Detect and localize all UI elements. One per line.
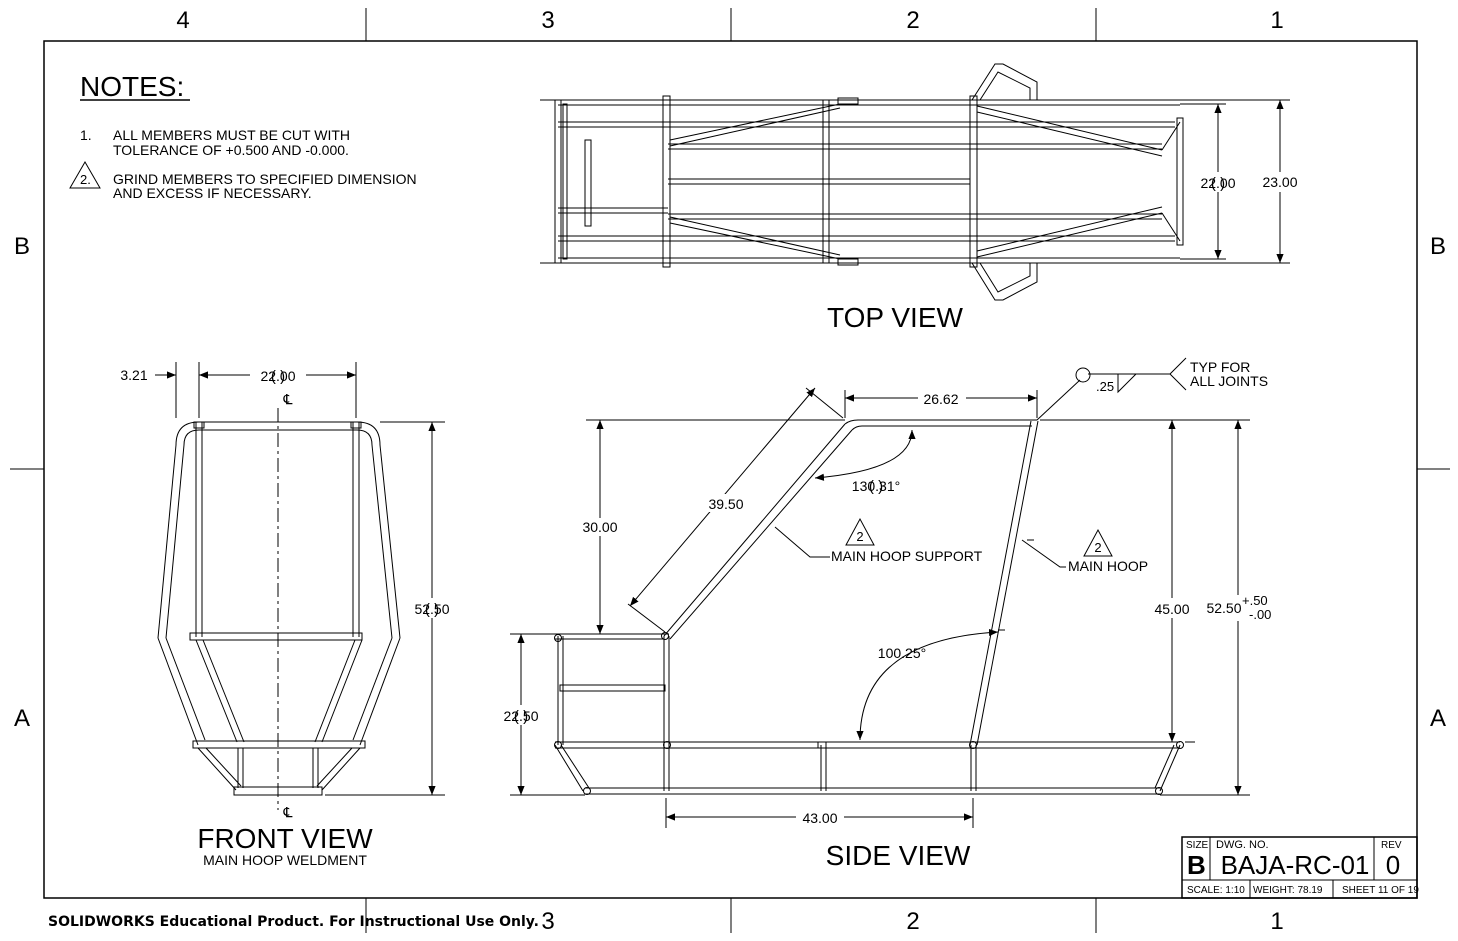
zone-top-3: 3 (541, 7, 554, 34)
zone-top-1: 1 (1270, 7, 1283, 34)
front-centerline-bottom-icon: ℄ (283, 804, 293, 820)
front-dim-offset: 3.21 (120, 367, 147, 383)
zone-right-b: B (1430, 233, 1446, 260)
side-dim-left-height: 30.00 (582, 519, 617, 535)
zone-right-a: A (1430, 705, 1446, 732)
zone-top-2: 2 (906, 7, 919, 34)
tb-dwg-value: BAJA-RC-01 (1221, 850, 1370, 880)
top-dim-inner-paren: ( ) (1211, 175, 1225, 192)
side-tol-plus: +.50 (1242, 593, 1268, 608)
note-2-line-1: GRIND MEMBERS TO SPECIFIED DIMENSION (113, 171, 417, 187)
side-dim-low-height-paren: ( ) (514, 708, 528, 725)
side-view (554, 419, 1184, 795)
front-dim-width: 22.00 (260, 368, 295, 384)
side-angle-top-paren: ( ) (869, 478, 883, 495)
side-dim-bottom: 43.00 (802, 810, 837, 826)
zone-top-4: 4 (176, 7, 189, 34)
note-1-number: 1. (80, 127, 92, 143)
side-angle-bottom: 100.25° (878, 645, 926, 661)
top-view-title: TOP VIEW (827, 302, 963, 333)
tb-rev-label: REV (1381, 840, 1402, 851)
front-view-title: FRONT VIEW (197, 823, 373, 854)
top-dim-inner: 22.00 (1200, 175, 1235, 191)
notes-block: NOTES: 1. ALL MEMBERS MUST BE CUT WITH T… (69, 71, 417, 201)
tb-rev-value: 0 (1386, 850, 1400, 880)
notes-title: NOTES: (80, 71, 184, 102)
weld-size: .25 (1096, 379, 1114, 394)
side-dim-right-outer: 52.50 (1206, 600, 1241, 616)
front-view-subtitle: MAIN HOOP WELDMENT (203, 852, 367, 868)
side-dim-low-height: 22.50 (503, 708, 538, 724)
front-dim-width-paren: ( ) (271, 368, 285, 385)
footer-watermark: SOLIDWORKS Educational Product. For Inst… (48, 914, 539, 930)
zone-left-a: A (14, 705, 30, 732)
side-view-dimensions (510, 357, 1250, 828)
note-1-line-1: ALL MEMBERS MUST BE CUT WITH (113, 127, 350, 143)
support-flag-icon (845, 517, 875, 546)
weld-note-line-2: ALL JOINTS (1190, 373, 1268, 389)
sheet-border (10, 8, 1450, 933)
hoop-flag-number: 2 (1094, 540, 1101, 555)
label-main-hoop: MAIN HOOP (1068, 558, 1148, 574)
weld-note-line-1: TYP FOR (1190, 359, 1250, 375)
hoop-flag-icon (1083, 528, 1113, 557)
zone-bottom-2: 2 (906, 908, 919, 935)
zone-labels: 4 3 2 1 3 2 1 B A B A (14, 7, 1446, 935)
tb-size-label: SIZE (1186, 840, 1209, 851)
note-2-flag-icon (69, 160, 101, 189)
top-dim-outer: 23.00 (1262, 174, 1297, 190)
front-dim-height: 52.50 (414, 601, 449, 617)
title-block (1181, 836, 1418, 899)
tb-dwg-label: DWG. NO. (1216, 839, 1269, 851)
side-angle-top: 130.31° (852, 478, 900, 494)
label-main-hoop-support: MAIN HOOP SUPPORT (831, 548, 983, 564)
front-view-dimensions (155, 362, 445, 796)
zone-bottom-1: 1 (1270, 908, 1283, 935)
side-dim-right-inner: 45.00 (1154, 601, 1189, 617)
front-dim-height-paren: ( ) (425, 601, 439, 618)
note-1-line-2: TOLERANCE OF +0.500 AND -0.000. (113, 142, 349, 158)
support-flag-number: 2 (856, 529, 863, 544)
tb-size-value: B (1187, 850, 1206, 880)
tb-weight: WEIGHT: 78.19 (1253, 885, 1323, 896)
zone-left-b: B (14, 233, 30, 260)
front-centerline-top-icon: ℄ (283, 391, 293, 407)
tb-sheet: SHEET 11 OF 19 (1342, 885, 1419, 896)
zone-bottom-3: 3 (541, 908, 554, 935)
tb-scale: SCALE: 1:10 (1187, 885, 1245, 896)
note-2-number: 2. (80, 172, 91, 187)
side-dim-top: 26.62 (923, 391, 958, 407)
side-tol-minus: -.00 (1249, 607, 1271, 622)
note-2-line-2: AND EXCESS IF NECESSARY. (113, 185, 312, 201)
side-dim-support-length: 39.50 (708, 496, 743, 512)
side-view-title: SIDE VIEW (826, 840, 971, 871)
front-view (157, 408, 401, 810)
top-view (540, 63, 1290, 301)
